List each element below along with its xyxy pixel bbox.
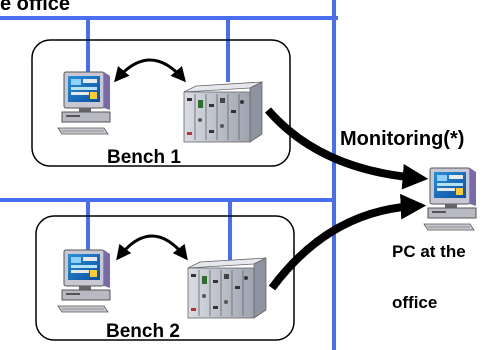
bench1-label: Bench 1	[107, 147, 181, 168]
office-title-label: e office	[0, 0, 71, 15]
office-pc-label-line2: office	[392, 293, 438, 312]
bench1-desktop-computer-icon	[57, 71, 111, 135]
monitoring-label: Monitoring(*)	[340, 128, 465, 150]
bench2-monitoring-arrow	[268, 193, 427, 291]
bench2-instrument-rack-icon	[187, 257, 267, 319]
network-lines	[0, 0, 338, 350]
bench2-link-arrow	[116, 234, 188, 261]
bench1-instrument-rack-icon	[183, 81, 263, 143]
bench1-link-arrow	[114, 58, 186, 83]
bench2-desktop-computer-icon	[57, 249, 111, 313]
office-desktop-computer-icon	[423, 167, 477, 231]
bench2-box	[35, 215, 295, 341]
office-pc-label-line1: PC at the	[392, 242, 466, 261]
bench1-box	[31, 39, 291, 167]
bench1-monitoring-arrow	[264, 107, 429, 190]
bench2-label: Bench 2	[106, 321, 180, 342]
